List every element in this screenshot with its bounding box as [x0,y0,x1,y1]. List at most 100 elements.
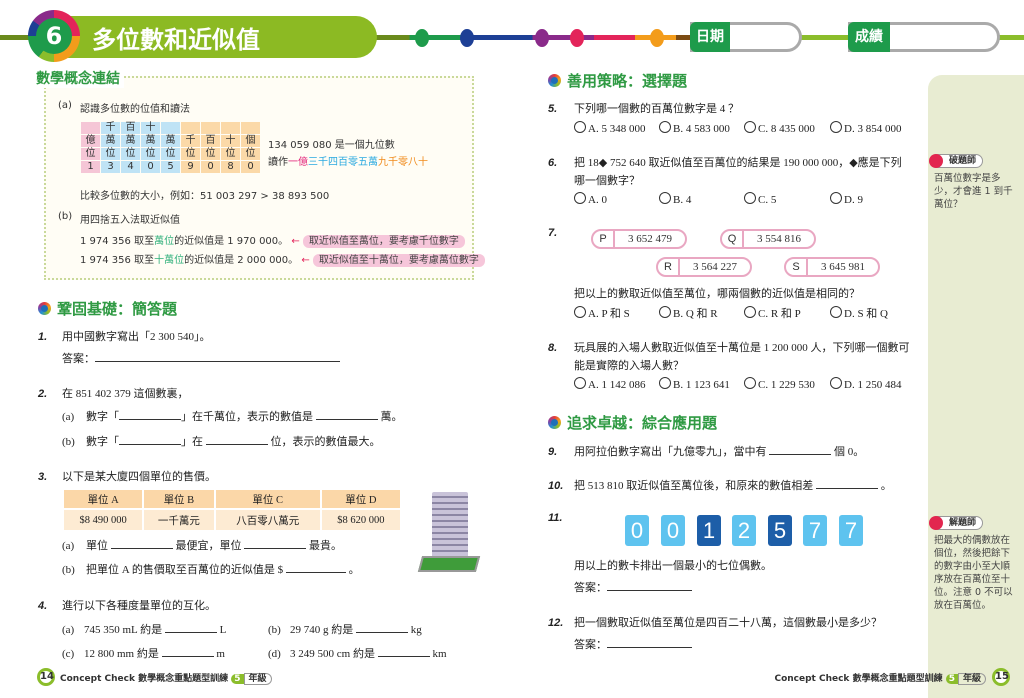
place-label-char: 個 [241,135,260,147]
q6-option-b[interactable]: B. 4 [659,192,691,206]
q7-option-d[interactable]: D. S 和 Q [830,305,888,321]
q2-part-a: (a)數字「」在千萬位，表示的數值是 萬。 [62,410,403,423]
q3-part-b: (b)把單位 A 的售價取至百萬位的近似值是 $ 。 [62,563,360,576]
answer-input[interactable] [816,479,878,489]
place-digit: 9 [181,161,200,173]
grade-number: 5 [231,674,244,684]
table-cell: 八百零八萬元 [236,515,300,527]
place-label-char: 萬 [161,135,180,147]
footer-brand: Concept Check [60,674,135,684]
section-title: 鞏固基礎：簡答題 [57,300,178,318]
arrow-icon: ← [301,255,310,266]
place-label-char: 千 [181,135,200,147]
answer-input[interactable] [769,445,832,455]
place-label-char [201,122,220,134]
place-label-char [81,122,100,134]
place-digit: 0 [201,161,220,173]
q5-option-d[interactable]: D. 3 854 000 [830,121,901,135]
q7-option-a[interactable]: A. P 和 S [574,305,630,321]
place-label-char: 位 [101,148,120,160]
place-label-char: 十 [221,135,240,147]
question-8: 8.玩具展的入場人數取近似值至十萬位是 1 200 000 人，下列哪一個數可 [548,342,910,354]
chapter-title-bar [55,16,377,58]
building-base [417,556,481,572]
answer-input[interactable] [315,410,378,420]
place-label-char [161,122,180,134]
q8-option-a[interactable]: A. 1 142 086 [574,377,645,391]
q11-answer: 答案： [574,579,692,595]
place-label-char: 十 [141,122,160,134]
place-label-char: 億 [81,135,100,147]
answer-input[interactable] [244,539,307,549]
ex1-place: 萬位 [154,236,175,247]
page-number-right: 15 [992,668,1010,686]
answer-input[interactable] [205,435,268,445]
q12-answer: 答案： [574,636,692,652]
tip-text-1: 百萬位數字是多少，才會進 1 到千萬位？ [934,173,1013,210]
answer-input[interactable] [95,352,340,362]
answer-input[interactable] [356,623,408,633]
question-4: 4.進行以下各種度量單位的互化。 [38,600,216,612]
q2-part-b: (b)數字「」在 位，表示的數值最大。 [62,435,381,448]
answer-input[interactable] [110,539,173,549]
place-label-char: 位 [201,148,220,160]
answer-input[interactable] [119,410,181,420]
q6-option-d[interactable]: D. 9 [830,192,863,206]
answer-input[interactable] [607,581,692,591]
rounding-example-1: 1 974 356 取至萬位的近似值是 1 970 000。 ← 取近似值至萬位… [80,232,465,248]
fast-forward-icon [548,416,561,429]
play-icon [38,302,51,315]
place-label-char: 位 [221,148,240,160]
number-card: 2 [732,515,756,546]
table-header: 單位 C [252,494,284,506]
q7-option-c[interactable]: C. R 和 P [744,305,801,321]
answer-input[interactable] [161,647,214,657]
answer-input[interactable] [119,435,181,445]
q6-option-c[interactable]: C. 5 [744,192,776,206]
tips-sidebar [928,75,1024,698]
question-9: 9.用阿拉伯數字寫出「九億零九」，當中有 個 0。 [548,445,865,458]
place-label-char [181,122,200,134]
q7-option-b[interactable]: B. Q 和 R [659,305,718,321]
ex1-note: 取近似值至萬位，要考慮千位數字 [302,235,465,248]
q6-option-a[interactable]: A. 0 [574,192,607,206]
place-digit: 5 [161,161,180,173]
reading-prefix: 讀作 [268,157,288,168]
tip-tag-problem-solver: 解題師 [928,516,984,530]
q5-option-c[interactable]: C. 8 435 000 [744,121,815,135]
footer-brand: Concept Check [774,674,850,684]
answer-input[interactable] [377,647,430,657]
place-label-char: 萬 [141,135,160,147]
q8-option-b[interactable]: B. 1 123 641 [659,377,730,391]
question-5: 5.下列哪一個數的百萬位數字是 4 ？ [548,103,739,115]
answer-input[interactable] [285,563,346,573]
answer-input[interactable] [164,623,217,633]
q4-part-b: (b)29 740 g 約是 kg [268,623,422,636]
stripe-icon-cube [570,29,584,47]
question-text: 用中國數字寫出「2 300 540」。 [62,331,211,343]
fast-forward-icon [548,74,561,87]
section-heading-mc: 善用策略：選擇題 [548,70,687,91]
q8-option-c[interactable]: C. 1 229 530 [744,377,815,391]
question-12: 12.把一個數取近似值至萬位是四百二十八萬，這個數最小是多少？ [548,617,882,629]
place-label-char: 萬 [121,135,140,147]
place-label-char [221,122,240,134]
q8-option-d[interactable]: D. 1 250 484 [830,377,901,391]
section-title: 善用策略：選擇題 [567,72,688,90]
q5-option-b[interactable]: B. 4 583 000 [659,121,730,135]
q5-option-a[interactable]: A. 5 348 000 [574,121,645,135]
question-7: 7. [548,227,558,239]
concept-a-label: (a) [58,100,72,111]
page-number-left: 14 [37,668,55,686]
chapter-number: 6 [36,18,72,54]
question-text: 進行以下各種度量單位的互化。 [62,600,216,612]
question-11: 11. [548,512,563,524]
place-digit: 4 [121,161,140,173]
table-header: 單位 A [87,494,119,506]
table-cell: $8 490 000 [79,514,127,526]
answer-input[interactable] [607,638,692,648]
